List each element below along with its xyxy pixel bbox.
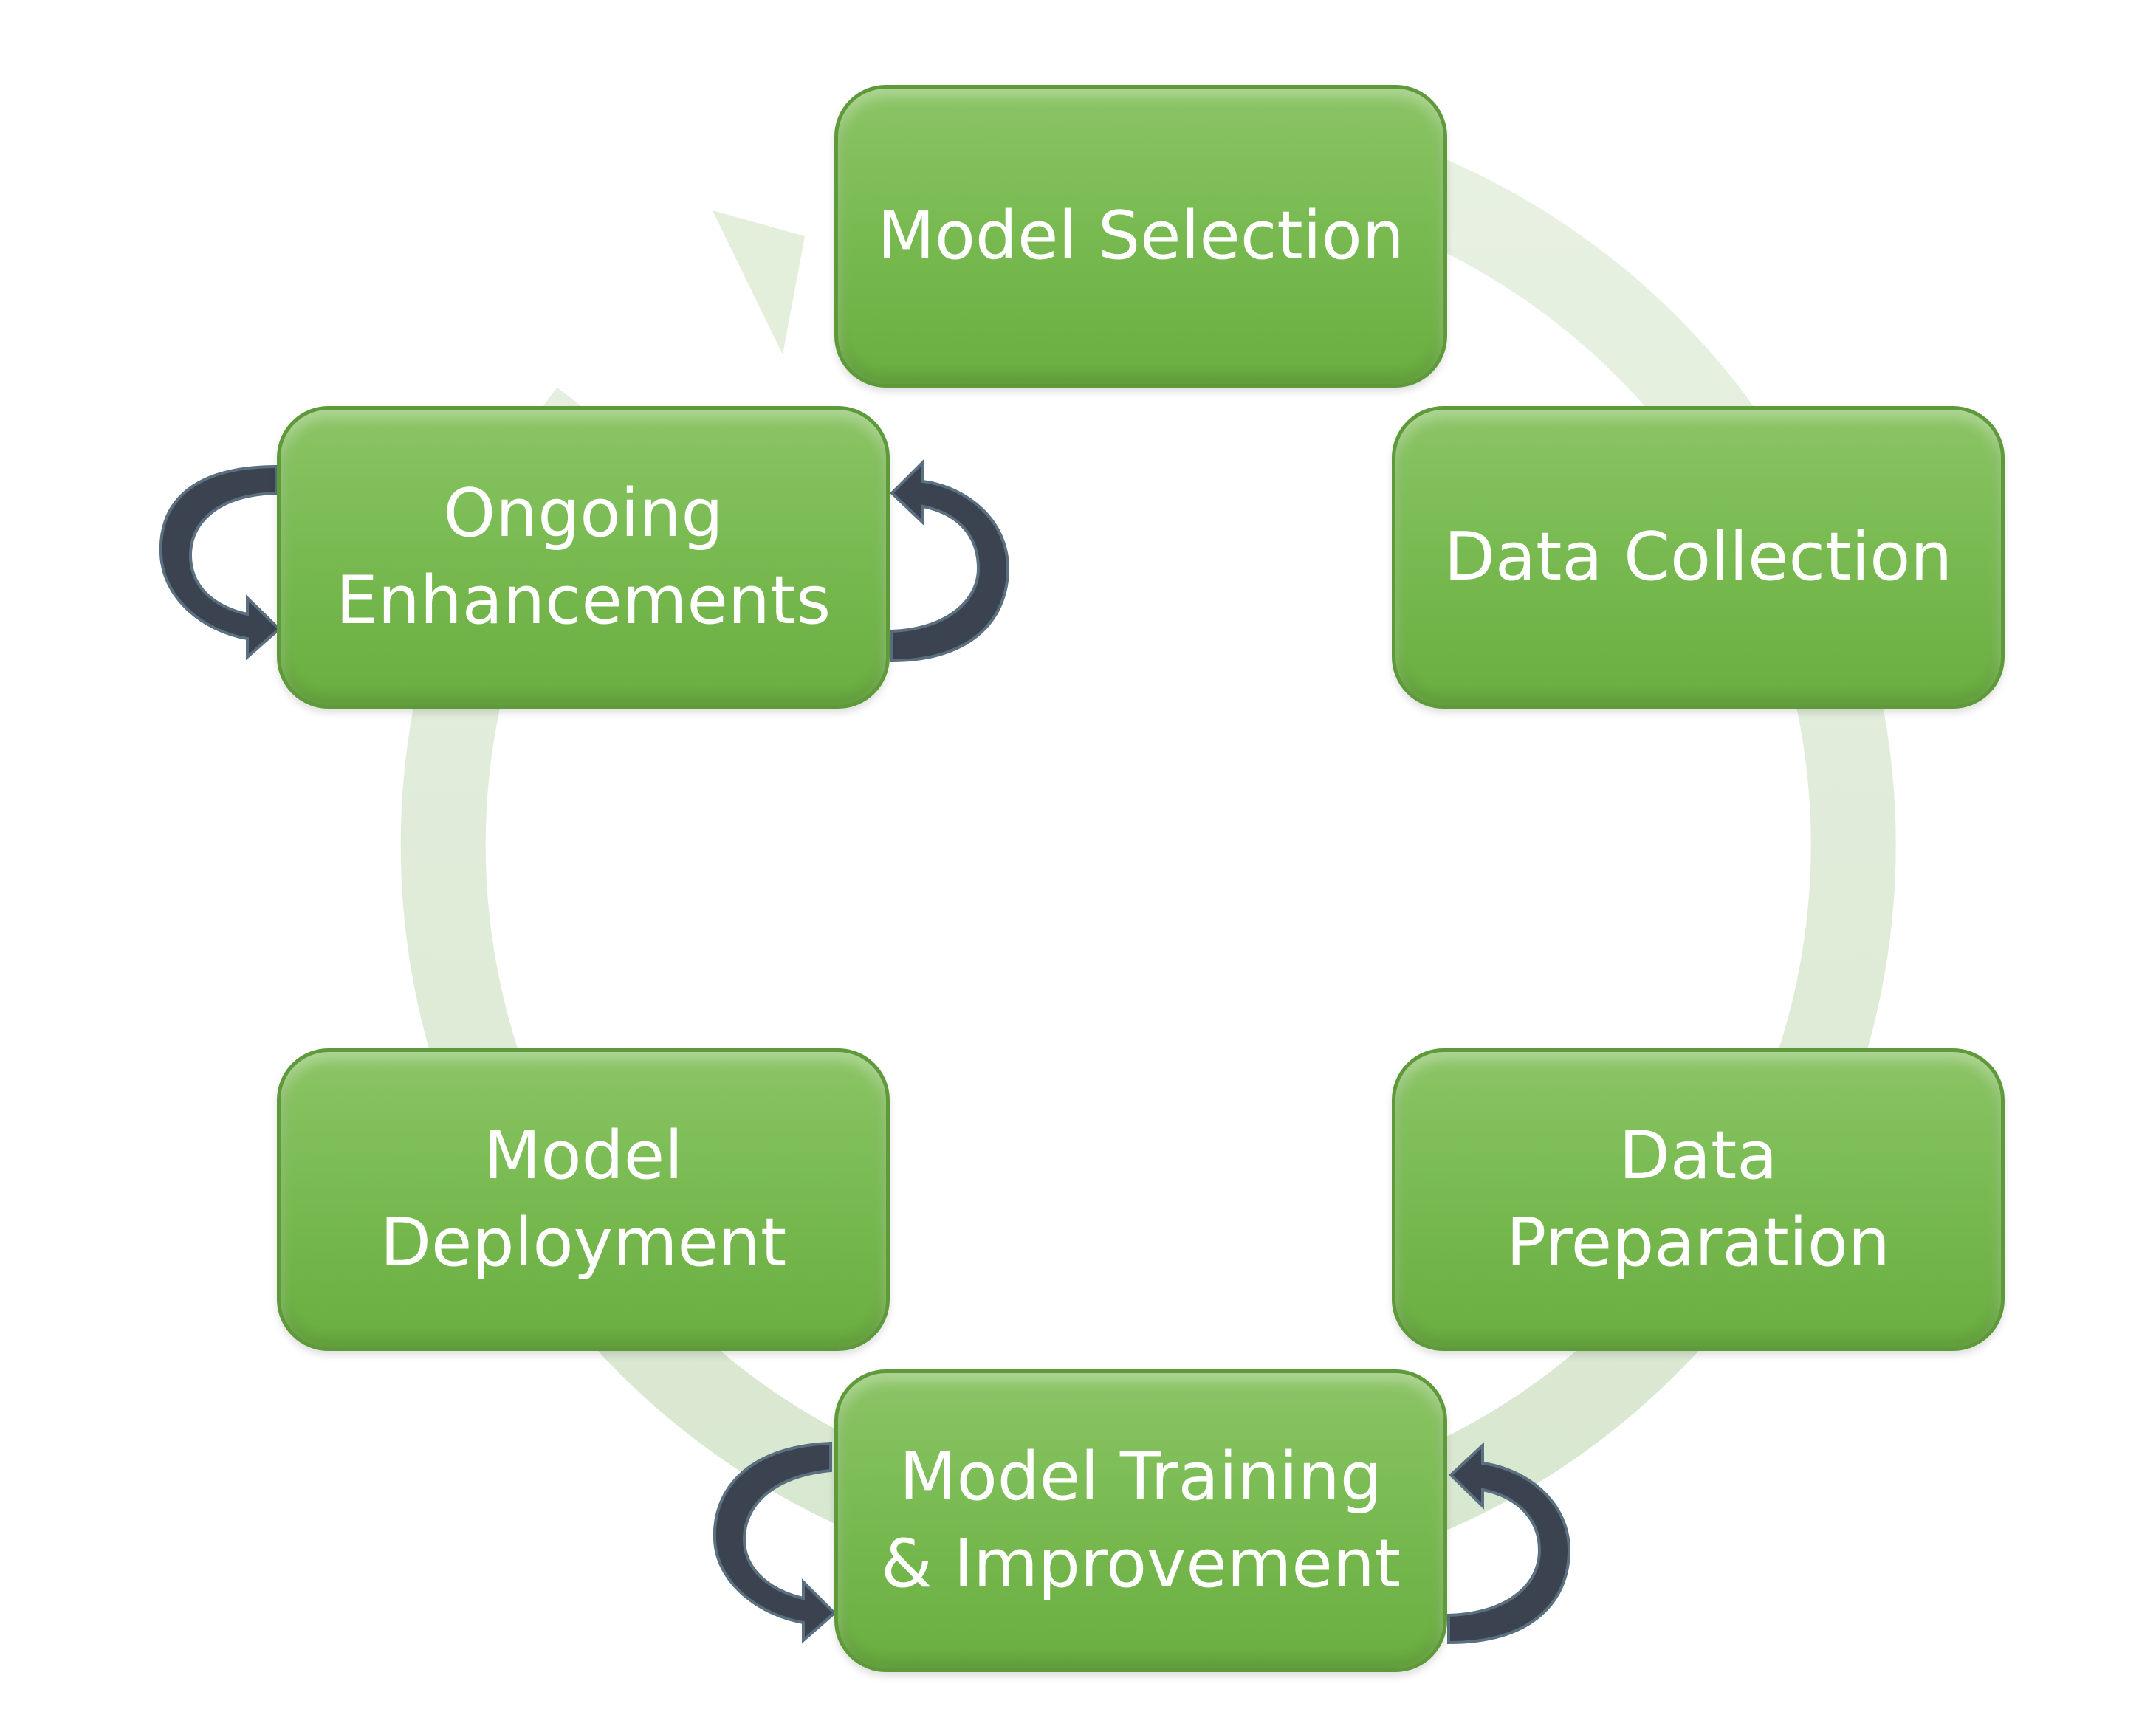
stage-box-ongoing-enhancements: Ongoing Enhancements	[277, 406, 890, 709]
stage-label: Data Collection	[1443, 518, 1953, 596]
loop-arrow-left-training-icon	[713, 1441, 837, 1644]
stage-label: Model Training & Improvement	[880, 1438, 1401, 1603]
stage-label: Data Preparation	[1506, 1117, 1890, 1282]
stage-box-model-deployment: Model Deployment	[277, 1048, 890, 1351]
stage-box-model-training: Model Training & Improvement	[834, 1369, 1447, 1672]
loop-arrow-left-ongoing-icon	[159, 464, 281, 661]
loop-arrow-right-training-icon	[1447, 1442, 1571, 1645]
stage-box-data-preparation: Data Preparation	[1392, 1048, 2005, 1351]
stage-label: Model Deployment	[380, 1117, 787, 1282]
stage-box-model-selection: Model Selection	[834, 85, 1447, 388]
stage-label: Model Selection	[877, 197, 1404, 275]
loop-arrow-right-ongoing-icon	[890, 458, 1010, 663]
stage-label: Ongoing Enhancements	[335, 475, 831, 639]
stage-box-data-collection: Data Collection	[1392, 406, 2005, 709]
